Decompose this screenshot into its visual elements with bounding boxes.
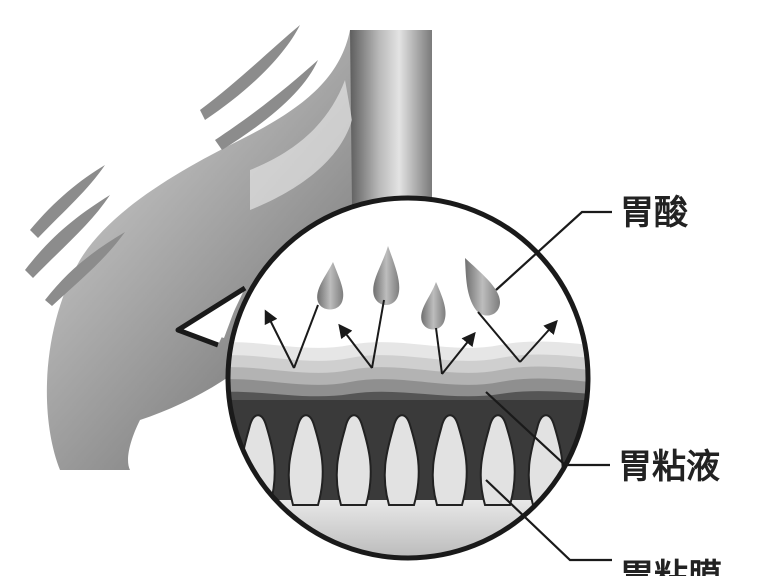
motion-line-icon <box>200 25 300 120</box>
esophagus-tube <box>350 30 432 205</box>
label-gastric-mucosa: 胃粘膜 <box>620 557 722 576</box>
label-gastric-acid: 胃酸 <box>620 193 689 233</box>
label-gastric-mucus: 胃粘液 <box>618 447 720 487</box>
labels: 胃酸 胃粘液 胃粘膜 <box>618 193 722 576</box>
submucosa <box>200 500 620 576</box>
